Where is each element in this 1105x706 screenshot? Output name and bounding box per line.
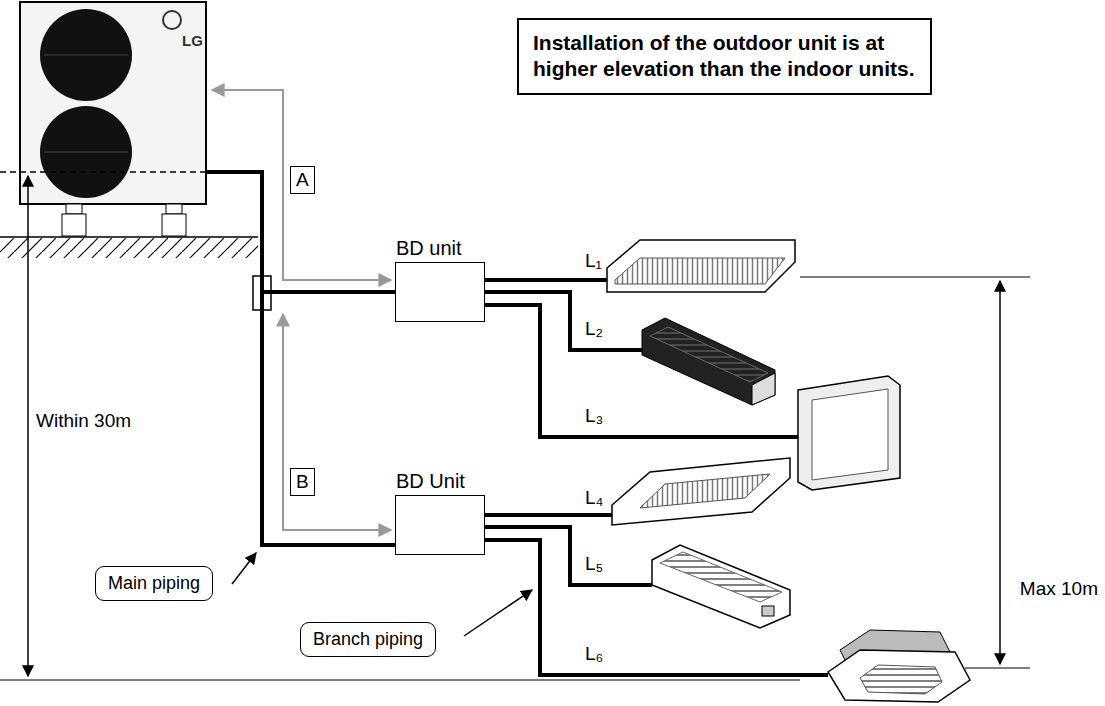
indoor-unit-4 xyxy=(612,458,790,525)
note-box: Installation of the outdoor unit is at h… xyxy=(517,18,932,95)
indoor-unit-6 xyxy=(828,630,970,702)
note-text: Installation of the outdoor unit is at h… xyxy=(533,30,916,83)
outdoor-unit: LG xyxy=(20,2,206,204)
pipe-length-label: L₃ xyxy=(583,405,605,427)
outdoor-unit xyxy=(20,2,206,236)
pipe-length-label: L₄ xyxy=(583,487,605,509)
dimension-text: Within 30m xyxy=(34,410,133,432)
callout-box: Branch piping xyxy=(300,622,436,657)
callout-box: Main piping xyxy=(95,566,213,601)
dimension-text: Max 10m xyxy=(1018,578,1100,600)
bd-unit-box: BD unit xyxy=(395,262,485,322)
length-marker: A xyxy=(290,166,315,194)
bd-unit-label: BD unit xyxy=(396,237,462,260)
indoor-unit-1 xyxy=(607,240,795,292)
bd-unit-label: BD Unit xyxy=(396,470,465,493)
indoor-unit-2 xyxy=(642,318,775,405)
length-marker: B xyxy=(290,468,315,496)
callout-text: Branch piping xyxy=(313,629,423,649)
callout-text: Main piping xyxy=(108,573,200,593)
pipe-length-label: L₂ xyxy=(583,318,605,340)
branch-pipes xyxy=(485,280,828,675)
pipe-length-label: L₅ xyxy=(583,553,605,575)
bd-unit-box: BD Unit xyxy=(395,495,485,555)
indoor-unit-5 xyxy=(652,545,790,628)
brand-logo: LG xyxy=(182,32,203,49)
pipe-length-label: L₆ xyxy=(583,643,605,665)
indoor-unit-3 xyxy=(798,376,900,490)
pipe-length-label: L₁ xyxy=(583,250,604,272)
refrigerant-pipe xyxy=(206,172,395,545)
